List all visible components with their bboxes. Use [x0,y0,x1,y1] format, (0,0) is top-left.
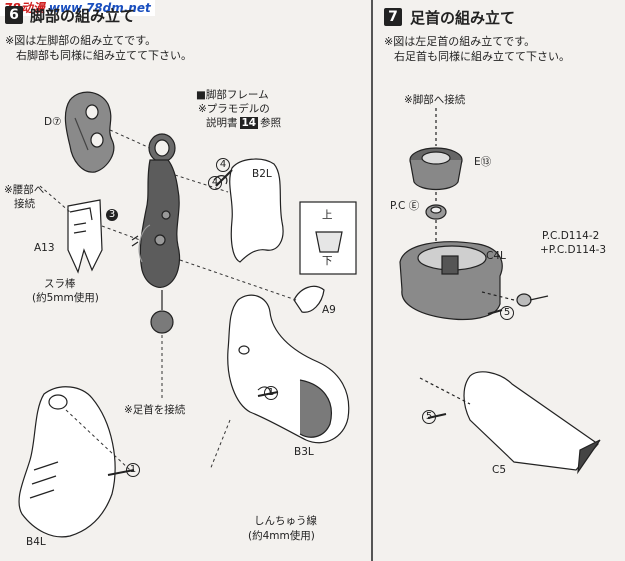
label-wire: しんちゅう線 [254,515,317,527]
callout-4-lower: 4 [208,176,222,190]
part-pce-drawing [425,204,447,220]
part-c4l-drawing [399,241,503,321]
label-up: 上 [322,209,333,221]
part-a13-drawing [67,199,103,274]
step7-note-line1: ※図は左足首の組み立てです。 [384,35,536,48]
part-b3l-drawing [227,294,350,444]
label-rod-length: (約5mm使用) [32,292,99,304]
part-b2l-drawing [229,158,284,263]
label-c4l: C4L [486,250,506,262]
frame-label-line1: ■脚部フレーム [196,89,269,101]
label-c5: C5 [492,464,507,476]
callout-5-c5: 5 [422,410,436,424]
callout-1-b3l: 1 [264,386,278,400]
label-a13: A13 [34,242,55,254]
step6-note-line1: ※図は左脚部の組み立てです。 [5,34,157,47]
frame-label-manual: 説明書 [206,117,238,129]
label-waist-connect-line2: 接続 [14,198,35,210]
label-pce: P.C Ⓔ [390,200,420,212]
label-down: 下 [322,255,333,267]
label-leg-connect: ※脚部へ接続 [404,94,466,106]
part-pcd-drawing [481,291,549,307]
label-a9: A9 [322,304,336,316]
label-pcd-line2: +P.C.D114-3 [540,244,607,256]
label-d7: D⑦ [44,116,62,128]
label-ankle-connect: ※足首を接続 [124,404,186,416]
part-e13-drawing [409,147,463,191]
label-rod: スラ棒 [44,278,76,290]
watermark-url: www.78dm.net [48,1,151,15]
step7-title: 足首の組み立て [410,9,516,27]
step6-title: 脚部の組み立て [30,7,136,25]
frame-label-ref: 参照 [260,117,282,129]
step6-number: 6 [5,6,23,24]
frame-label-line2: ※プラモデルの [198,103,270,115]
step7-number: 7 [384,8,402,26]
part-d7-drawing [64,91,115,173]
label-waist-connect-line1: ※腰部へ [4,184,45,196]
step-divider [371,0,373,561]
label-pcd-line1: P.C.D114-2 [542,230,600,242]
watermark: 78动漫 www.78dm.net [0,0,155,16]
callout-5-c4l: 5 [500,306,514,320]
callout-1-b4l: 1 [126,463,140,477]
leg-frame-drawing [138,133,181,334]
label-b2l: B2L [252,168,272,180]
part-b4l-drawing [18,386,116,538]
step7-note-line2: 右足首も同様に組み立てて下さい。 [394,50,570,63]
label-b4l: B4L [26,536,46,548]
part-a9-drawing [293,285,325,313]
callout-4-upper: 4 [216,158,230,172]
frame-label-page-badge: 14 [239,117,259,129]
step6-note-line2: 右脚部も同様に組み立てて下さい。 [16,49,192,62]
label-b3l: B3L [294,446,314,458]
part-c5-drawing [463,371,601,475]
label-e13: E⑬ [474,156,492,168]
label-wire-length: (約4mm使用) [248,530,315,542]
callout-3-a13: 3 [106,209,118,221]
